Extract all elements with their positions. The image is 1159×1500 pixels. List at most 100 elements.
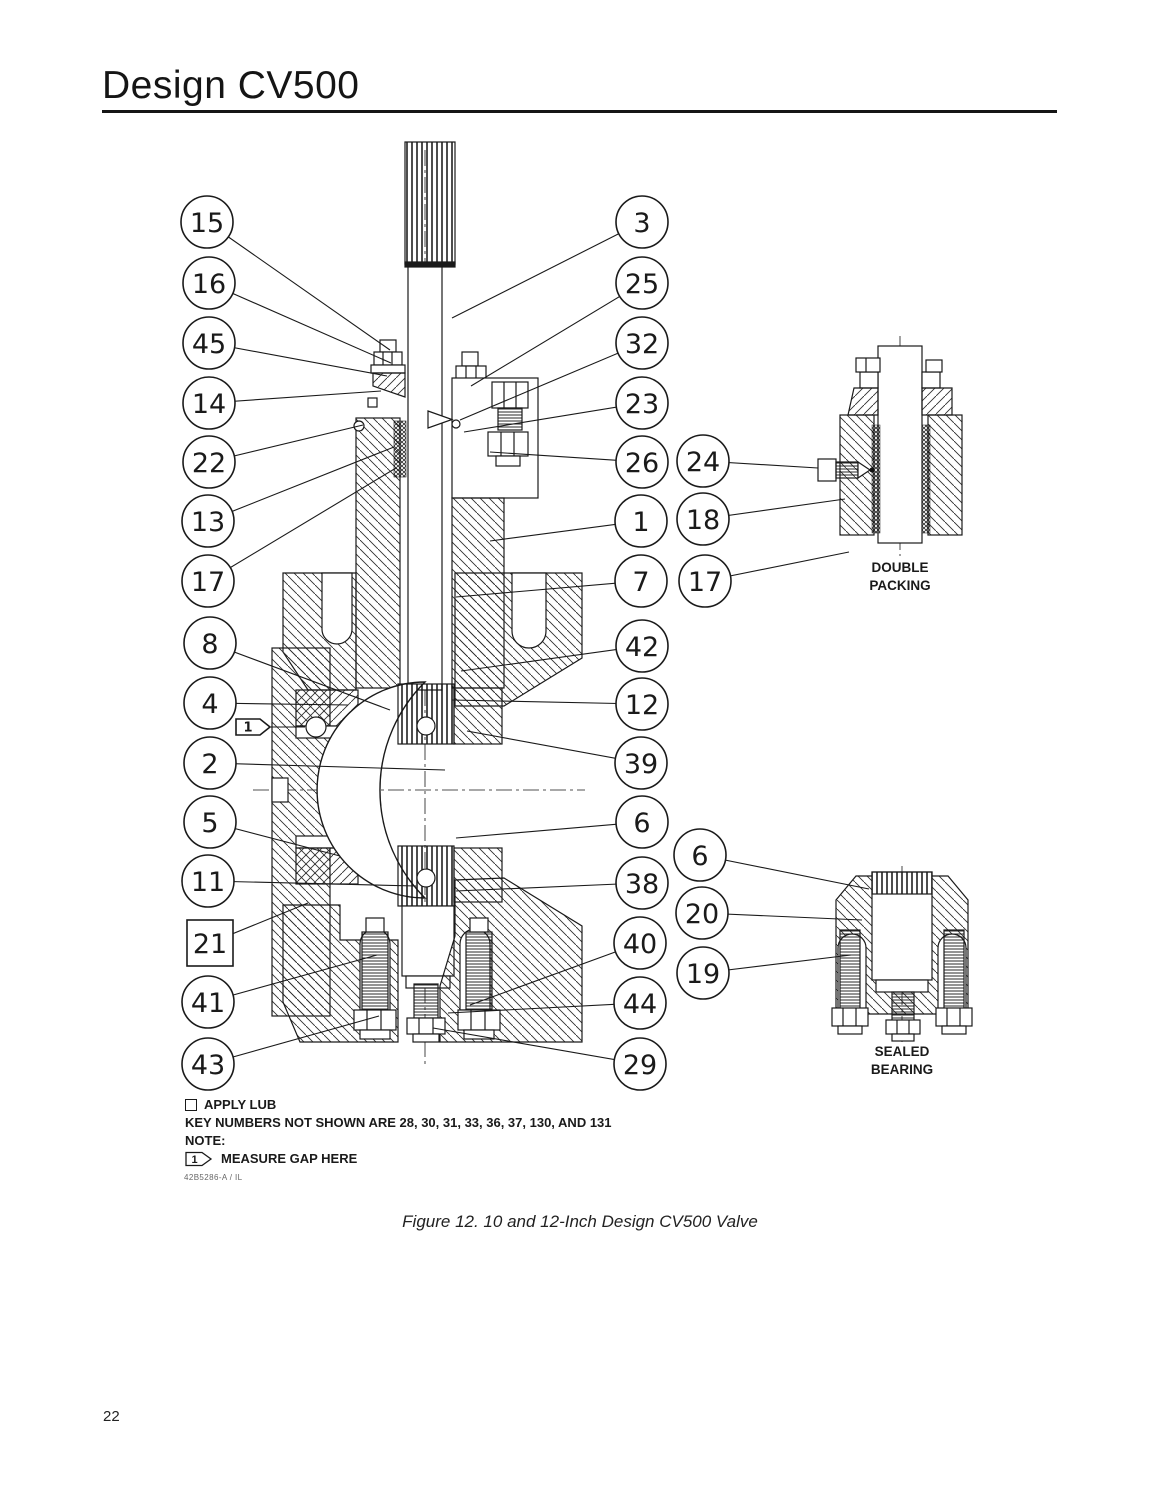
svg-text:25: 25 xyxy=(625,269,659,300)
leader-line-6 xyxy=(699,854,870,890)
callout-19: 19 xyxy=(676,946,730,1000)
callout-39: 39 xyxy=(614,736,668,790)
double-packing-label-line1: DOUBLE xyxy=(872,560,929,575)
callout-2: 2 xyxy=(183,736,237,790)
leader-line-6 xyxy=(455,821,643,839)
callout-1: 1 xyxy=(614,494,668,548)
leader-line-3 xyxy=(451,221,643,319)
notes-block: APPLY LUB KEY NUMBERS NOT SHOWN ARE 28, … xyxy=(185,1096,612,1168)
double-packing-label-line2: PACKING xyxy=(869,578,930,593)
leader-lines xyxy=(206,221,870,1065)
callout-14: 14 xyxy=(182,376,236,430)
splined-shaft xyxy=(404,141,456,265)
callouts: 1516451422131784251121414332532232617421… xyxy=(180,195,732,1091)
key-numbers-note: KEY NUMBERS NOT SHOWN ARE 28, 30, 31, 33… xyxy=(185,1115,612,1130)
callout-3: 3 xyxy=(615,195,669,249)
svg-text:1: 1 xyxy=(243,721,252,736)
flange-slot-left xyxy=(321,572,353,645)
svg-text:4: 4 xyxy=(201,689,218,720)
sb-splines xyxy=(871,871,933,895)
dp-shaft xyxy=(877,345,923,544)
svg-text:18: 18 xyxy=(686,505,720,536)
svg-text:39: 39 xyxy=(624,749,658,780)
svg-text:13: 13 xyxy=(191,507,225,538)
callout-29: 29 xyxy=(613,1037,667,1091)
dp-packing-right xyxy=(921,424,931,534)
measure-gap-note: 1 MEASURE GAP HERE xyxy=(185,1150,612,1167)
packing-stack xyxy=(393,420,407,478)
svg-text:1: 1 xyxy=(192,1154,198,1166)
sealed-bearing-label-line1: SEALED xyxy=(875,1044,930,1059)
callout-18: 18 xyxy=(676,492,730,546)
callout-6: 6 xyxy=(615,795,669,849)
svg-text:2: 2 xyxy=(201,749,218,780)
leader-line-32 xyxy=(459,342,643,421)
main-valve-drawing xyxy=(253,141,585,1068)
svg-text:6: 6 xyxy=(691,841,708,872)
leader-line-11 xyxy=(207,880,417,887)
svg-text:43: 43 xyxy=(191,1050,225,1081)
checkbox-icon xyxy=(185,1098,197,1111)
note-label: NOTE: xyxy=(185,1133,226,1148)
svg-text:20: 20 xyxy=(685,899,719,930)
figure-caption: Figure 12. 10 and 12-Inch Design CV500 V… xyxy=(402,1212,758,1231)
callout-24: 24 xyxy=(676,434,730,488)
leader-line-16 xyxy=(208,282,392,364)
leader-line-8 xyxy=(209,642,391,711)
right-stud xyxy=(465,931,493,1011)
callout-5: 5 xyxy=(183,795,237,849)
leader-line-40 xyxy=(469,942,641,1006)
leader-line-41 xyxy=(207,954,378,1003)
callout-12: 12 xyxy=(615,677,669,731)
callout-11: 11 xyxy=(181,854,235,908)
svg-text:12: 12 xyxy=(625,690,659,721)
svg-text:6: 6 xyxy=(633,808,650,839)
title-rule xyxy=(102,110,1057,113)
callout-4: 4 xyxy=(183,676,237,730)
leader-line-17 xyxy=(207,467,397,582)
flag-1-icon: 1 xyxy=(185,1151,213,1166)
callout-13: 13 xyxy=(181,494,235,548)
measure-gap-target xyxy=(305,716,327,738)
leader-line-13 xyxy=(207,446,395,522)
callout-45: 45 xyxy=(182,316,236,370)
leader-line-12 xyxy=(451,699,643,705)
drive-shaft xyxy=(407,266,443,691)
svg-text:16: 16 xyxy=(192,269,226,300)
leader-line-38 xyxy=(455,882,643,892)
svg-text:5: 5 xyxy=(201,808,218,839)
leader-line-23 xyxy=(463,402,643,433)
dp-bolt-shank xyxy=(835,461,859,479)
sb-plug xyxy=(891,991,915,1023)
page-number: 22 xyxy=(103,1408,120,1425)
svg-text:17: 17 xyxy=(688,567,722,598)
callout-41: 41 xyxy=(181,975,235,1029)
apply-lub-label: APPLY LUB xyxy=(204,1097,277,1112)
svg-text:41: 41 xyxy=(191,988,225,1019)
svg-text:42: 42 xyxy=(625,632,659,663)
leader-line-43 xyxy=(207,1015,380,1065)
ball xyxy=(316,681,427,899)
sb-right-stud xyxy=(943,929,965,1011)
dp-packing-left xyxy=(871,424,881,534)
svg-text:38: 38 xyxy=(625,869,659,900)
svg-text:17: 17 xyxy=(191,567,225,598)
callout-43: 43 xyxy=(181,1037,235,1091)
svg-text:1: 1 xyxy=(632,507,649,538)
leader-line-44 xyxy=(447,1002,641,1014)
callout-7: 7 xyxy=(614,554,668,608)
leader-line-42 xyxy=(460,645,643,672)
right-nut xyxy=(457,1009,501,1031)
sealed-bearing-detail-drawing xyxy=(831,866,973,1042)
callout-32: 32 xyxy=(615,316,669,370)
svg-text:32: 32 xyxy=(625,329,659,360)
leader-line-15 xyxy=(206,221,391,351)
flange-slot-right xyxy=(511,572,547,649)
drain-plug xyxy=(413,983,439,1019)
svg-text:21: 21 xyxy=(193,929,227,960)
dp-right-block xyxy=(927,414,963,536)
svg-text:23: 23 xyxy=(625,389,659,420)
callout-17: 17 xyxy=(678,554,732,608)
